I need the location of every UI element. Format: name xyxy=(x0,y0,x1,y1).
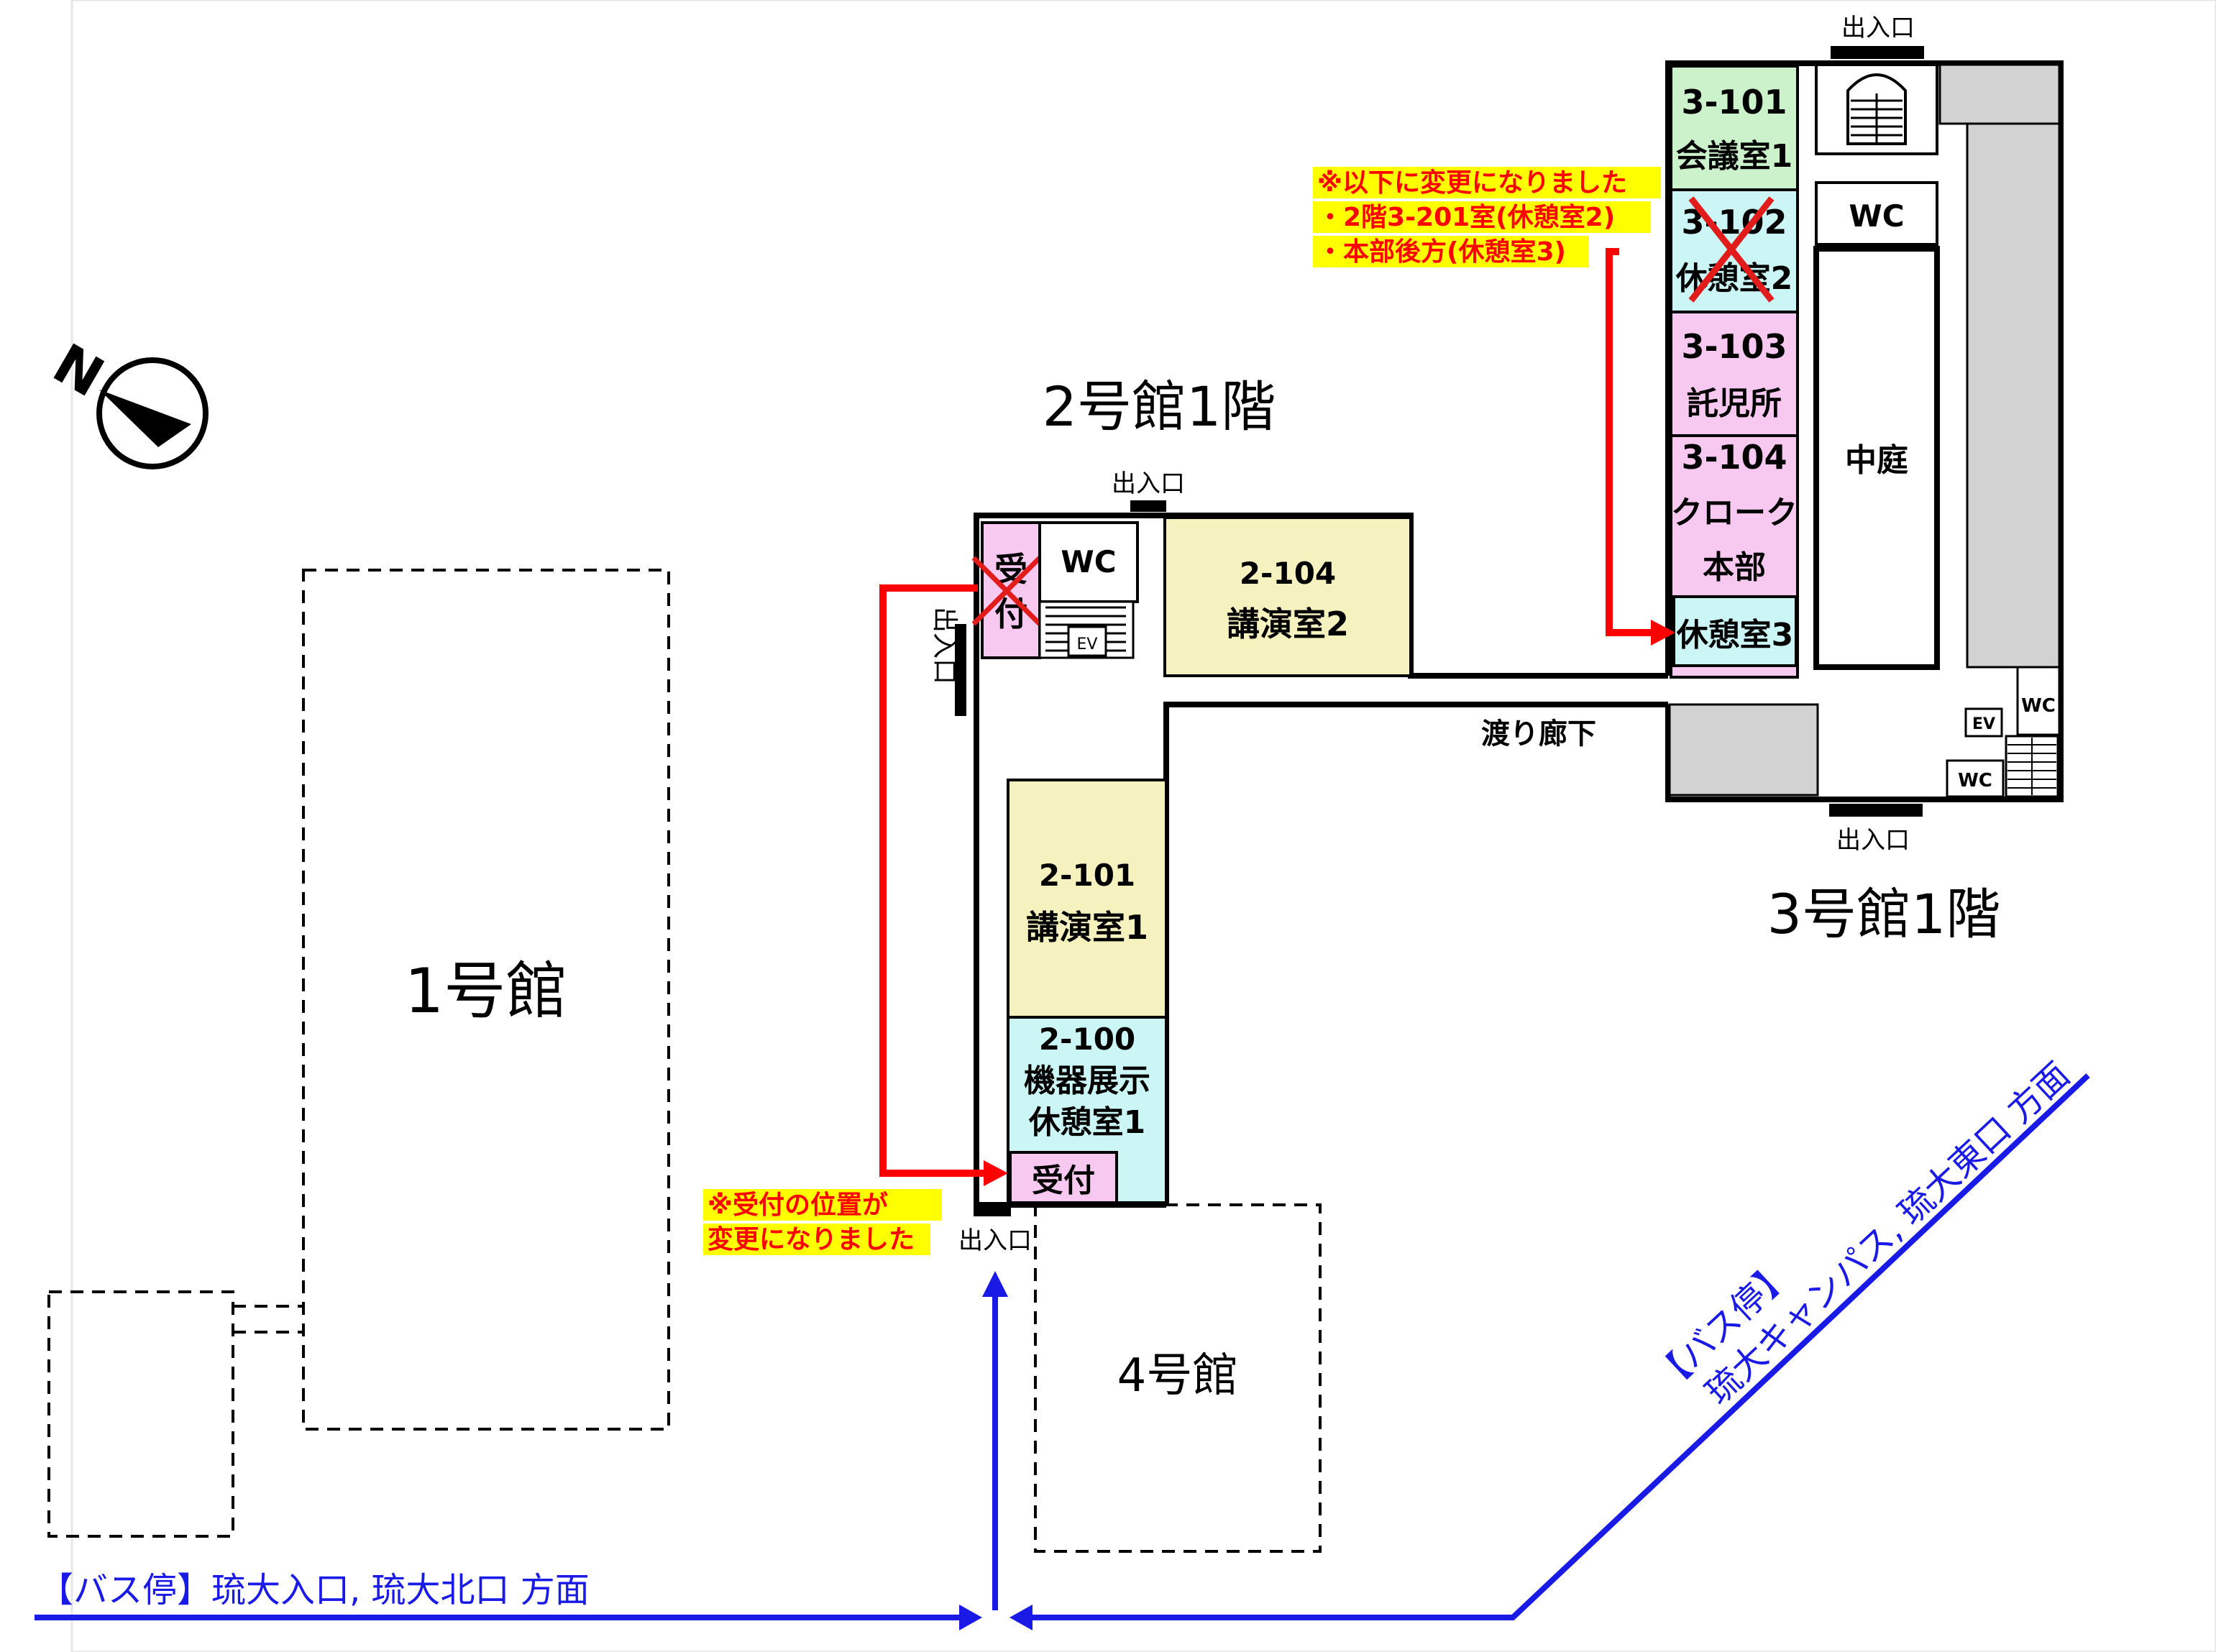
room-2-101-name: 講演室1 xyxy=(1026,908,1148,947)
new-reception-label: 受付 xyxy=(1032,1162,1095,1199)
rest-room-3-label: 休憩室3 xyxy=(1676,617,1794,653)
building-3-floor-title: 3号館1階 xyxy=(1767,882,2001,946)
wc-building-3-south: WC xyxy=(1958,770,1992,791)
svg-text:出入口: 出入口 xyxy=(930,607,959,684)
room-3-103 xyxy=(1670,311,1799,437)
wc-building-3-north: WC xyxy=(1849,198,1904,234)
north-compass-icon: N xyxy=(42,331,209,469)
bus-stop-west-label: 【バス停】琉大入口, 琉大北口 方面 xyxy=(39,1570,590,1610)
building-1 xyxy=(47,569,670,1538)
entrance-south-b2: 出入口 xyxy=(958,1226,1032,1255)
rest-room-3 xyxy=(1672,595,1798,667)
courtyard-label: 中庭 xyxy=(1845,442,1908,479)
change-note-line-2: ・2階3-201室(休憩室2) xyxy=(1317,203,1615,232)
change-note: ※以下に変更になりました ・2階3-201室(休憩室2) ・本部後方(休憩室3) xyxy=(1313,167,1661,267)
reception-note: ※受付の位置が 変更になりました xyxy=(703,1189,942,1255)
ev-building-3: EV xyxy=(1972,715,1995,733)
bus-stop-east-label: 【バス停】 琉大キャンパス, 琉大東口 方面 xyxy=(1647,1055,2078,1413)
entrance-south-b3: 出入口 xyxy=(1836,826,1910,855)
room-3-103-number: 3-103 xyxy=(1681,327,1787,366)
room-3-104-name-2: 本部 xyxy=(1703,549,1766,586)
room-3-104-name-1: クローク xyxy=(1671,495,1798,531)
wc-building-2 xyxy=(1038,521,1139,603)
ev-label: EV xyxy=(1077,635,1098,653)
red-arrow-reception xyxy=(879,584,1008,1186)
building-2-floor-title: 2号館1階 xyxy=(1043,375,1276,439)
blue-route-west xyxy=(35,1605,982,1630)
elevator-building-2 xyxy=(1067,625,1107,657)
old-reception xyxy=(981,521,1041,659)
entrance-north-b2: 出入口 xyxy=(1112,469,1185,498)
building-1-label: 1号館 xyxy=(405,955,568,1027)
room-2-101 xyxy=(1007,779,1168,1019)
room-3-101-name: 会議室1 xyxy=(1676,138,1793,175)
room-2-104-number: 2-104 xyxy=(1240,556,1336,591)
entrance-west-b2: 出入口 xyxy=(930,607,959,684)
room-3-101 xyxy=(1670,65,1799,191)
room-2-100-name-2: 休憩室1 xyxy=(1028,1104,1146,1141)
room-2-104-name: 講演室2 xyxy=(1227,605,1349,643)
building-3 xyxy=(1665,46,2064,817)
corridor-label: 渡り廊下 xyxy=(1481,717,1596,751)
cross-out-icon xyxy=(1688,196,1775,303)
entrance-north-b3: 出入口 xyxy=(1841,14,1915,42)
wc-building-3-east: WC xyxy=(2021,695,2056,717)
change-note-line-1: ※以下に変更になりました xyxy=(1317,168,1627,198)
reception-note-line-1: ※受付の位置が xyxy=(708,1190,888,1220)
reception-note-line-2: 変更になりました xyxy=(708,1224,915,1254)
room-3-102-name: 休憩室2 xyxy=(1675,260,1793,297)
bus-stop-east-label-2: 琉大キャンパス, 琉大東口 方面 xyxy=(1698,1055,2078,1413)
blue-route-east xyxy=(1009,1073,2090,1630)
building-4-label: 4号館 xyxy=(1117,1349,1239,1403)
room-2-100-number: 2-100 xyxy=(1039,1022,1135,1057)
room-3-104-number: 3-104 xyxy=(1681,438,1787,477)
map-border xyxy=(70,0,2216,1652)
blue-route-north xyxy=(982,1271,1008,1610)
wc-label: WC xyxy=(1061,544,1116,579)
cross-out-icon xyxy=(971,556,1042,626)
building-4 xyxy=(1034,1203,1322,1553)
room-3-101-number: 3-101 xyxy=(1681,83,1787,121)
room-2-100-name-1: 機器展示 xyxy=(1024,1063,1150,1099)
room-3-103-name: 託児所 xyxy=(1687,385,1782,422)
new-reception xyxy=(1009,1151,1118,1204)
red-arrow-rest-room xyxy=(1606,248,1675,646)
room-2-104 xyxy=(1163,516,1412,677)
room-2-101-number: 2-101 xyxy=(1039,858,1135,893)
change-note-line-3: ・本部後方(休憩室3) xyxy=(1317,237,1566,267)
